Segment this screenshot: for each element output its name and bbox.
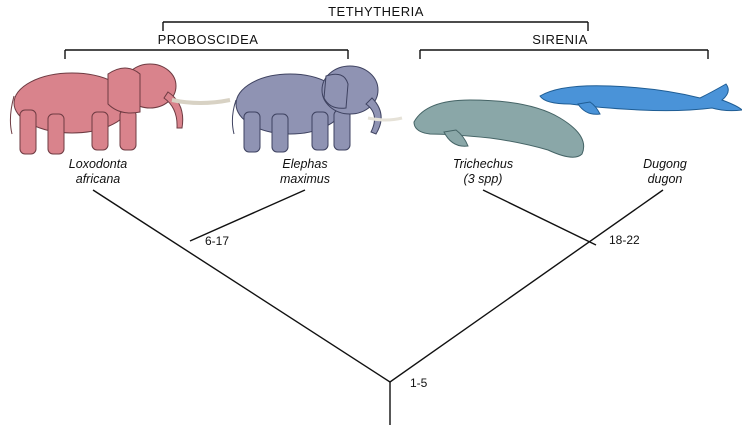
- species-label-trichechus: Trichechus (3 spp): [433, 157, 533, 187]
- dugong-illustration: [540, 84, 742, 114]
- tree-branches: [93, 190, 663, 425]
- node-label-root: 1-5: [410, 376, 427, 390]
- species-label-loxodonta: Loxodonta africana: [53, 157, 143, 187]
- asian-elephant-illustration: [232, 66, 402, 152]
- node-label-sirenia: 18-22: [609, 233, 640, 247]
- manatee-illustration: [414, 100, 584, 157]
- species-label-dugong: Dugong dugon: [630, 157, 700, 187]
- group-label-sirenia: SIRENIA: [510, 32, 610, 47]
- species-label-elephas: Elephas maximus: [262, 157, 348, 187]
- node-label-proboscidea: 6-17: [205, 234, 229, 248]
- group-label-proboscidea: PROBOSCIDEA: [133, 32, 283, 47]
- group-label-tethytheria: TETHYTHERIA: [313, 4, 439, 19]
- african-elephant-illustration: [10, 64, 230, 154]
- branch-trichechus: [483, 190, 596, 245]
- branch-dugong: [390, 190, 663, 382]
